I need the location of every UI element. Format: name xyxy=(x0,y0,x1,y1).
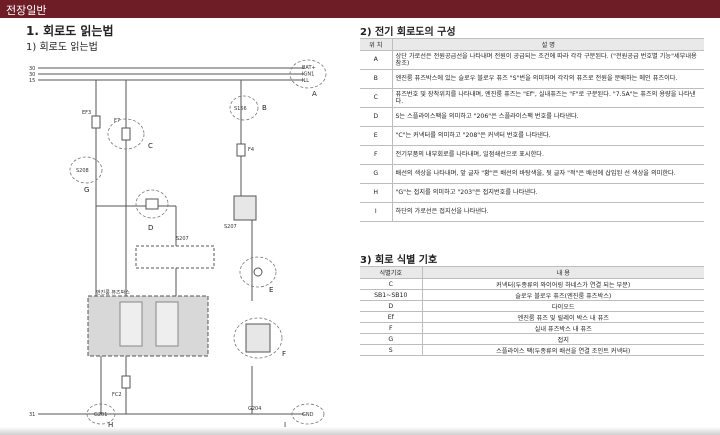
section3-title: 3) 회로 식별 기호 xyxy=(360,255,438,266)
table-header: 위 치 설 명 xyxy=(360,38,704,51)
header-cell: 설 명 xyxy=(392,38,704,51)
header-cell: 위 치 xyxy=(360,38,393,51)
page-bottom-band xyxy=(0,427,720,435)
marker-letter: G xyxy=(84,186,89,194)
bus-number: 30 xyxy=(29,72,35,78)
bus-number: 30 xyxy=(29,66,35,72)
node-label: S207 xyxy=(224,224,237,230)
header-cell: 식별기호 xyxy=(360,266,423,279)
marker-letter: F xyxy=(282,350,286,358)
node-label: F7 xyxy=(114,118,120,124)
table-header: 식별기호 내 용 xyxy=(360,266,704,279)
node-label: S156 xyxy=(234,106,247,112)
node-label: FC2 xyxy=(112,392,122,398)
node-label: F4 xyxy=(248,147,254,153)
marker-letter: C xyxy=(148,142,153,150)
box-label: 엔진룸 퓨즈박스 xyxy=(96,289,130,296)
bus-label: IGN1 xyxy=(302,72,314,78)
header-bar: 전장일반 xyxy=(0,0,720,18)
section2-title: 2) 전기 회로도의 구성 xyxy=(360,27,456,38)
circuit-diagram: .w{stroke:#555;stroke-width:1;fill:none}… xyxy=(29,59,327,428)
marker-letter: E xyxy=(269,286,273,294)
section-subheading: 1) 회로도 읽는법 xyxy=(26,42,98,53)
bus-number: 31 xyxy=(29,412,35,418)
bus-label: BAT+ xyxy=(302,65,316,71)
marker-letter: B xyxy=(262,104,267,112)
table-row: E"C"는 커넥터를 의미하고 "208"은 커넥터 번호를 나타낸다. xyxy=(360,126,704,146)
marker-letter: D xyxy=(148,224,153,232)
node-label: G204 xyxy=(248,406,261,412)
marker-letter: I xyxy=(284,421,286,428)
node-label: G201 xyxy=(94,412,107,418)
ground-label: GND xyxy=(302,412,314,418)
node-label: EF3 xyxy=(82,110,91,116)
bus-number: 15 xyxy=(29,78,35,84)
marker-letter: H xyxy=(108,421,113,428)
header-cell: 내 용 xyxy=(422,266,704,279)
table-row: H"G"는 접지를 의미하고 "203"은 접지번호를 나타낸다. xyxy=(360,183,704,203)
node-label: S207 xyxy=(176,236,189,242)
bus-label: ILL xyxy=(302,78,309,84)
header-title: 전장일반 xyxy=(6,4,47,17)
node-label: S208 xyxy=(76,168,89,174)
marker-letter: A xyxy=(312,90,317,98)
section-heading: 1. 회로도 읽는법 xyxy=(26,24,114,38)
